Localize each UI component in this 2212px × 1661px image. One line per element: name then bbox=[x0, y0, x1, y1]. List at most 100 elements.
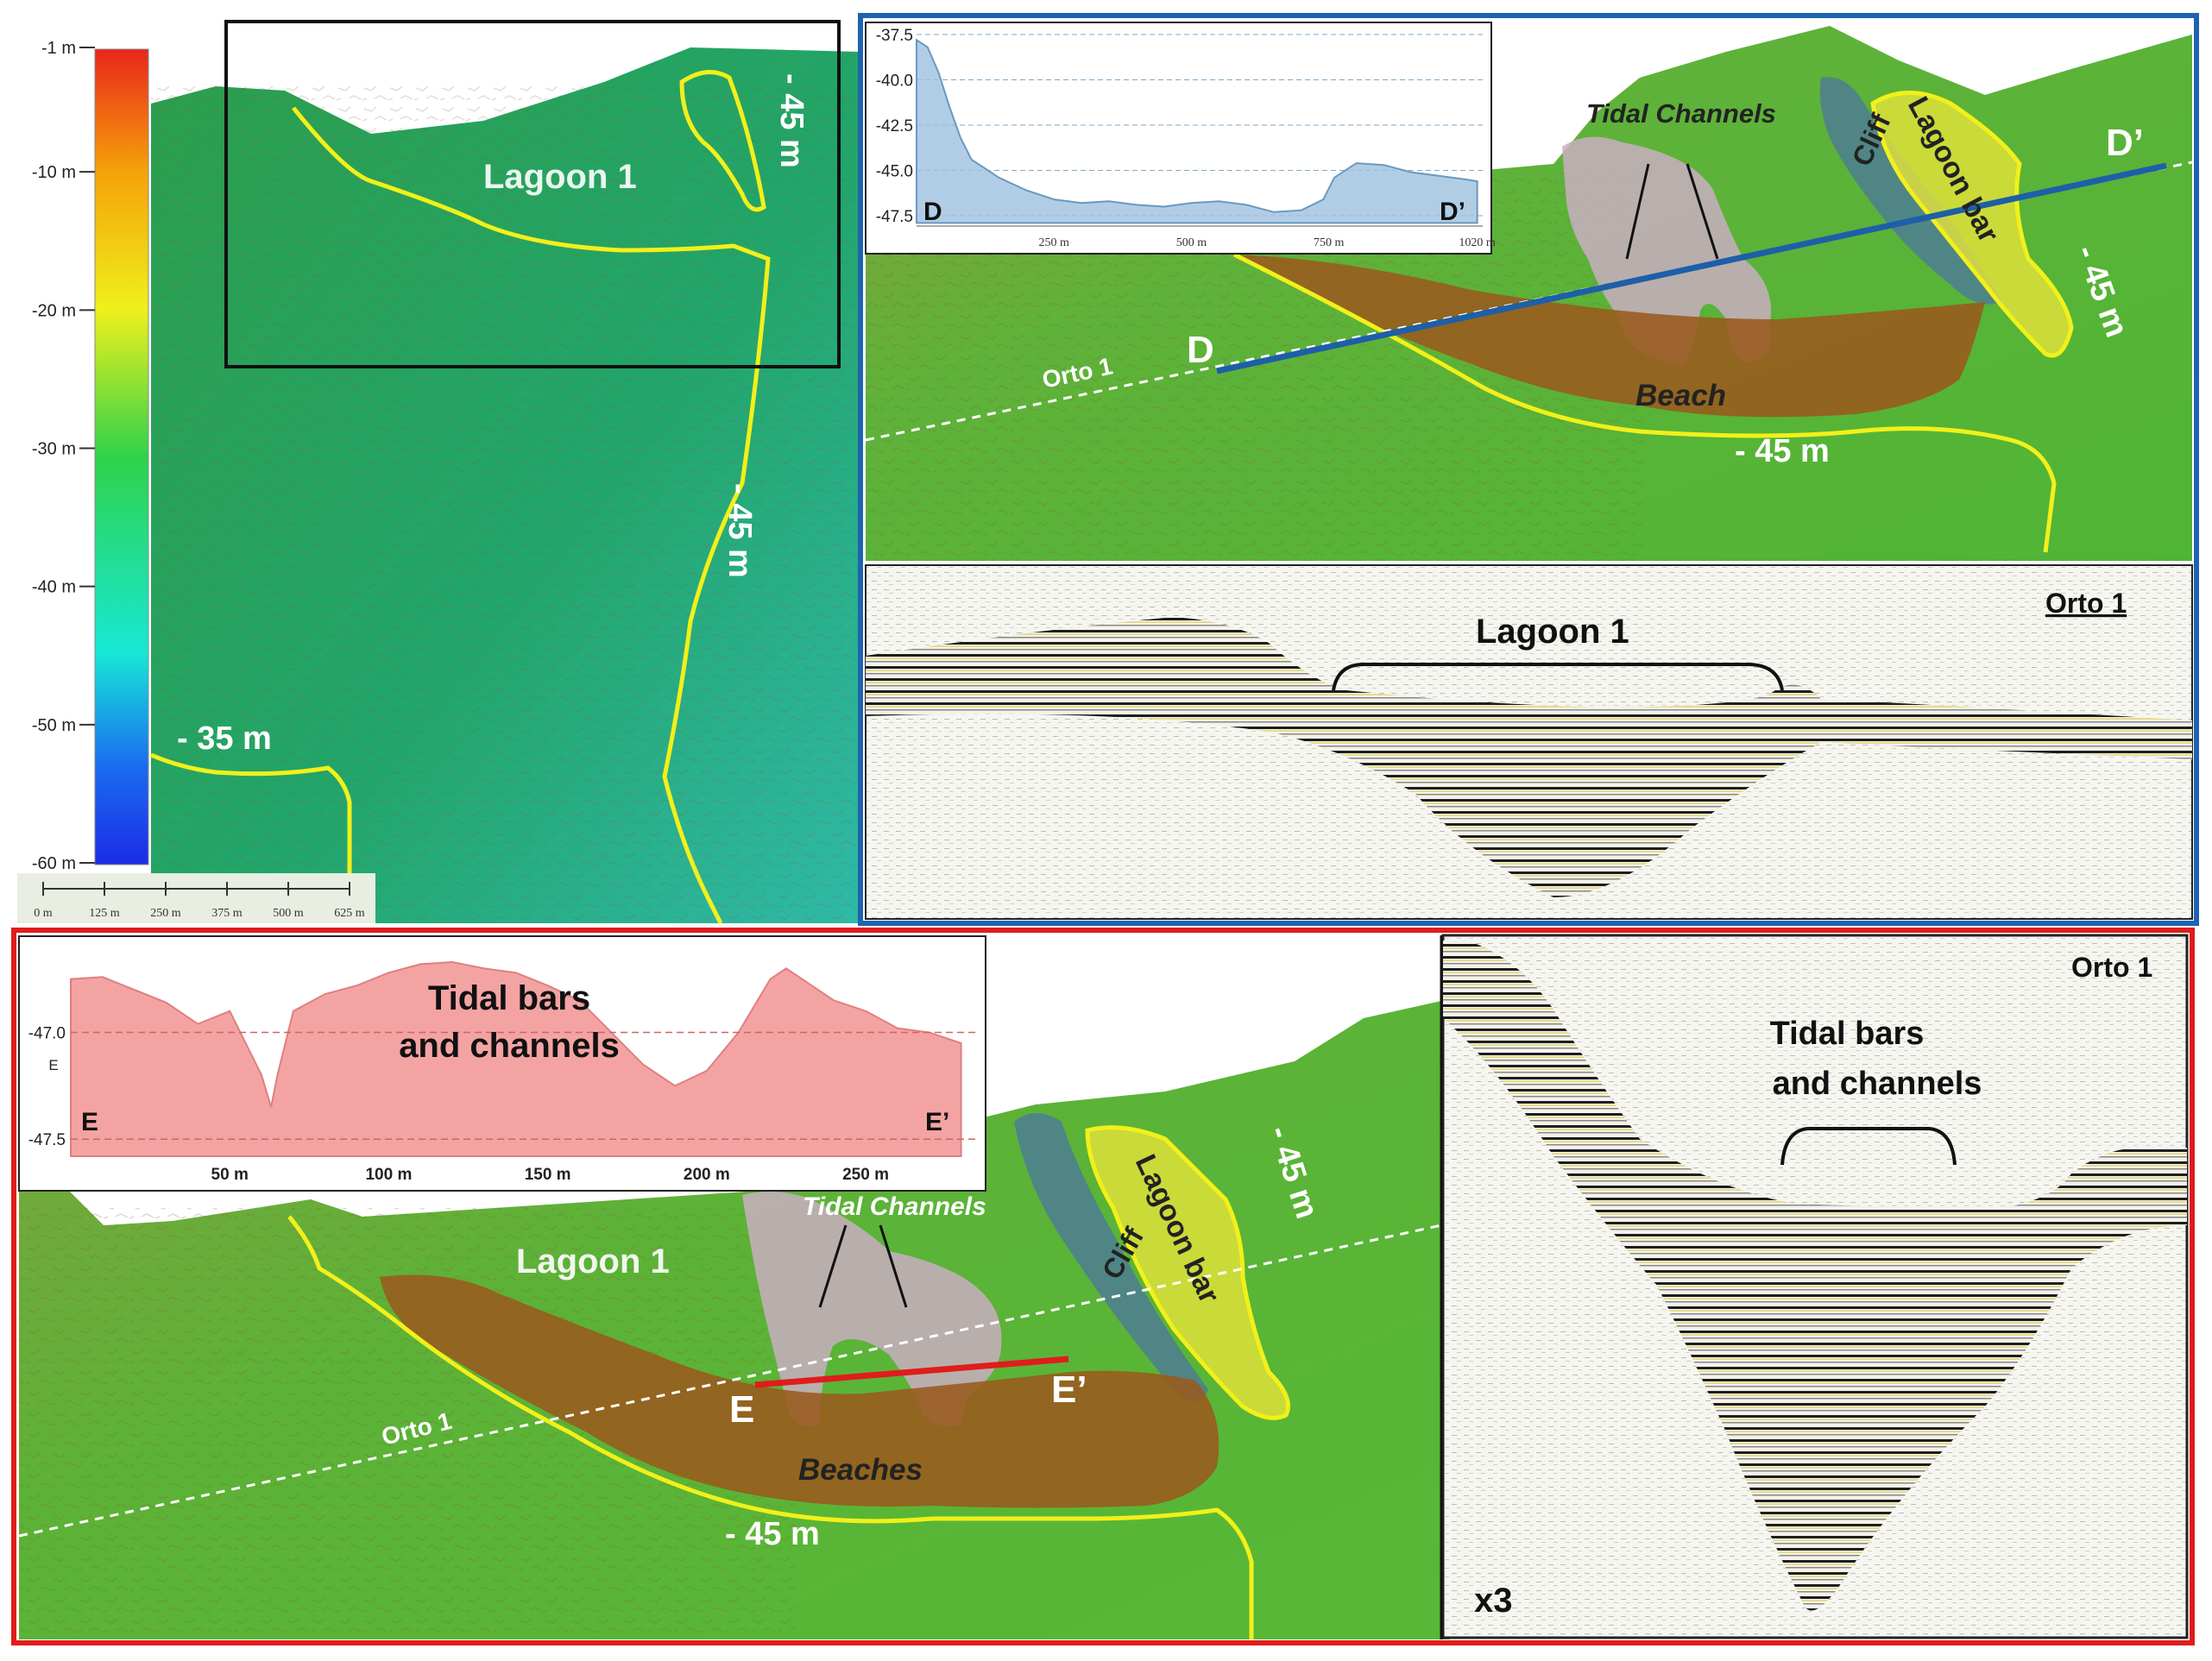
profile-dd-x-tick: 250 m bbox=[1039, 236, 1070, 249]
contour-label-a-3: - 35 m bbox=[177, 720, 272, 757]
seismic-b-feature-label: Lagoon 1 bbox=[1476, 613, 1629, 651]
profile-dd-y-tick: -45.0 bbox=[876, 163, 913, 181]
profile-ee-title-line2: and channels bbox=[399, 1027, 620, 1065]
panel-a-roughness bbox=[151, 86, 859, 923]
contour-minus-45-b bbox=[1232, 252, 2057, 553]
seismic-c-exaggeration: x3 bbox=[1474, 1582, 1513, 1620]
lagoon-1-label-a: Lagoon 1 bbox=[483, 158, 637, 196]
profile-dd-y-tick: -47.5 bbox=[876, 208, 913, 226]
lagoon-bar-area-b bbox=[1870, 91, 2074, 358]
profile-end-label-b: D’ bbox=[2106, 122, 2144, 164]
tidal-channels-leader-2-b bbox=[1686, 163, 1719, 260]
profile-ee-y-tick: -47.0 bbox=[28, 1025, 66, 1043]
profile-ee-title-line1: Tidal bars bbox=[428, 979, 590, 1017]
orto-1-trackline-b bbox=[865, 160, 2193, 442]
colorbar-tick-label: -20 m bbox=[32, 301, 76, 320]
tidal-channels-area-b bbox=[1562, 136, 1771, 368]
orto-1-trackline-c bbox=[18, 1224, 1442, 1538]
tidal-channels-leader-1-c bbox=[818, 1224, 848, 1308]
tidal-channels-label-b: Tidal Channels bbox=[1586, 98, 1776, 129]
profile-dd-chart: -37.5 -40.0 -42.5 -45.0 -47.5 250 m 500 m 750 m… bbox=[865, 22, 1496, 255]
profile-dd-x-tick: 750 m bbox=[1314, 236, 1345, 249]
contour-label-b-bottom: - 45 m bbox=[1735, 433, 1830, 469]
profile-dd-y-tick: -42.5 bbox=[876, 117, 913, 135]
scale-bar: 0 m 125 m 250 m 375 m 500 m 625 m bbox=[17, 873, 375, 923]
scale-bar-label: 125 m bbox=[89, 907, 120, 920]
colorbar-tick-label: -50 m bbox=[32, 716, 76, 735]
profile-ee-plot: -47.0 -47.5 E 50 m 100 m 150 m 200 m 250 m E E’ bbox=[28, 960, 977, 1184]
profile-ee-start-label: E bbox=[81, 1108, 98, 1136]
scale-bar-ticks: 0 m 125 m 250 m 375 m 500 m 625 m bbox=[34, 882, 365, 920]
profile-start-label-c: E bbox=[729, 1388, 754, 1431]
scale-bar-background bbox=[17, 873, 375, 923]
beach-area-b bbox=[1234, 255, 1985, 418]
contour-minus-45-c-left bbox=[287, 1215, 1254, 1639]
contour-minus-45-island bbox=[679, 70, 766, 212]
profile-dd-x-tick: 500 m bbox=[1176, 236, 1207, 249]
seismic-b-reflectors bbox=[866, 617, 2192, 897]
tidal-channels-leader-2-c bbox=[879, 1224, 908, 1308]
beach-label-b: Beach bbox=[1635, 379, 1726, 412]
profile-start-label-b: D bbox=[1187, 329, 1214, 371]
tidal-channels-label-c: Tidal Channels bbox=[803, 1192, 986, 1221]
seismic-c: Orto 1 Tidal bars and channels x3 bbox=[1441, 934, 2189, 1639]
scale-bar-label: 0 m bbox=[34, 907, 53, 920]
profile-ee-y-axis-label: E bbox=[48, 1057, 58, 1073]
depth-colorbar: -1 m -10 m -20 m -30 m -40 m -50 m -60 m bbox=[32, 39, 149, 873]
colorbar-tick-label: -60 m bbox=[32, 854, 76, 873]
seismic-b-title: Orto 1 bbox=[2045, 588, 2127, 619]
scale-bar-label: 375 m bbox=[211, 907, 243, 920]
profile-ee-x-tick: 150 m bbox=[525, 1166, 571, 1184]
colorbar-ramp bbox=[94, 48, 149, 865]
panel-a: Lagoon 1 - 45 m - 45 m - 35 m -1 m-10 m-… bbox=[17, 20, 859, 925]
lagoon-bar-area-c bbox=[1085, 1125, 1290, 1420]
scale-bar-label: 250 m bbox=[150, 907, 181, 920]
profile-dd-area bbox=[916, 38, 1478, 224]
contour-label-c-bottom: - 45 m bbox=[725, 1516, 820, 1552]
tidal-channels-leader-1-b bbox=[1625, 163, 1650, 260]
seismic-b: Orto 1 Lagoon 1 bbox=[865, 564, 2193, 920]
profile-ee-chart: -47.0 -47.5 E 50 m 100 m 150 m 200 m 250 m E E’ T… bbox=[18, 935, 986, 1192]
contour-minus-45-main bbox=[292, 106, 771, 925]
lagoon-1-label-c: Lagoon 1 bbox=[516, 1243, 670, 1280]
seismic-c-bracket bbox=[1780, 1127, 1957, 1166]
colorbar-tick-label: -1 m bbox=[41, 39, 76, 58]
contour-label-a-2: - 45 m bbox=[722, 483, 758, 578]
contour-minus-35 bbox=[150, 752, 352, 923]
profile-line-dd bbox=[1216, 162, 2167, 374]
seismic-c-feature-line1: Tidal bars bbox=[1770, 1016, 1925, 1052]
scale-bar-label: 625 m bbox=[334, 907, 365, 920]
colorbar-ticks: -1 m -10 m -20 m -30 m -40 m -50 m -60 m bbox=[32, 39, 95, 873]
beaches-label-c: Beaches bbox=[798, 1453, 923, 1487]
profile-dd-y-tick: -37.5 bbox=[876, 27, 913, 45]
profile-ee-x-tick: 50 m bbox=[211, 1166, 249, 1184]
profile-ee-y-tick: -47.5 bbox=[28, 1131, 66, 1149]
profile-ee-end-label: E’ bbox=[925, 1108, 949, 1136]
profile-dd-x-tick: 1020 m bbox=[1459, 236, 1496, 249]
profile-dd-end-label: D’ bbox=[1440, 198, 1465, 226]
zoom-frame-b bbox=[224, 20, 841, 368]
panel-b: Tidal Channels Lagoon bar Cliff Beach - … bbox=[858, 13, 2199, 926]
profile-dd-plot: -37.5 -40.0 -42.5 -45.0 -47.5 250 m 500 m 750 m… bbox=[876, 27, 1496, 249]
profile-ee-x-tick: 100 m bbox=[365, 1166, 412, 1184]
colorbar-tick-label: -10 m bbox=[32, 163, 76, 182]
beaches-area-c bbox=[380, 1274, 1219, 1508]
profile-ee-area bbox=[70, 960, 962, 1157]
profile-ee-x-tick: 250 m bbox=[842, 1166, 889, 1184]
profile-end-label-c: E’ bbox=[1051, 1368, 1087, 1411]
profile-line-ee bbox=[754, 1356, 1069, 1388]
seismic-c-reflectors bbox=[1443, 941, 2187, 1611]
seismic-c-feature-line2: and channels bbox=[1773, 1066, 1982, 1102]
panel-c: Lagoon 1 Tidal Channels Cliff Lagoon bar… bbox=[11, 928, 2195, 1645]
cliff-area-c bbox=[1014, 1113, 1208, 1402]
profile-dd-y-tick: -40.0 bbox=[876, 72, 913, 91]
profile-ee-x-tick: 200 m bbox=[684, 1166, 730, 1184]
colorbar-tick-label: -30 m bbox=[32, 439, 76, 458]
colorbar-tick-label: -40 m bbox=[32, 578, 76, 597]
profile-dd-start-label: D bbox=[923, 198, 942, 226]
contour-label-a-1: - 45 m bbox=[773, 73, 810, 168]
scale-bar-label: 500 m bbox=[273, 907, 304, 920]
seismic-c-title: Orto 1 bbox=[2071, 952, 2152, 983]
seismic-b-lagoon-bracket bbox=[1332, 663, 1784, 691]
